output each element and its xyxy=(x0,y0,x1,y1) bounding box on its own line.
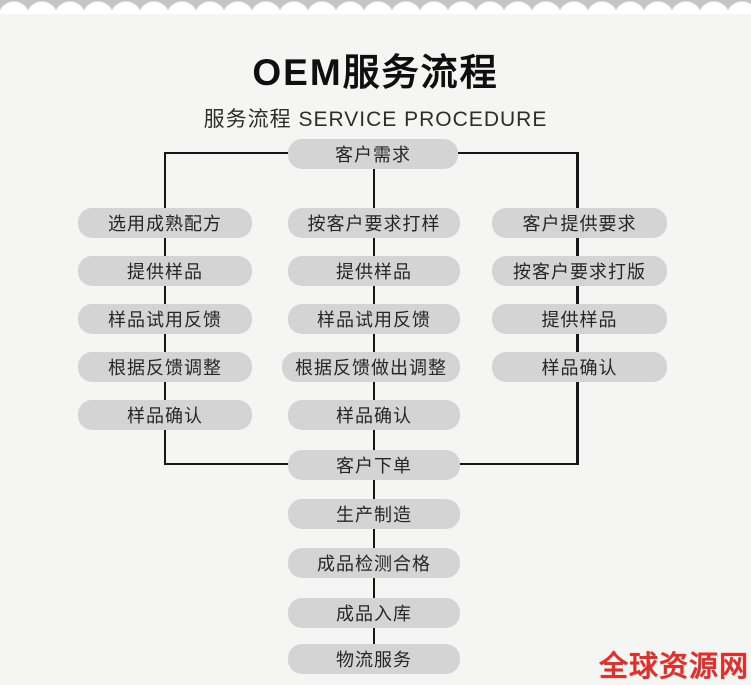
node-production: 生产制造 xyxy=(288,499,460,529)
node-provide-sample-right: 提供样品 xyxy=(492,304,667,334)
node-sample-confirm-right: 样品确认 xyxy=(492,352,667,382)
node-plate-per-customer-request: 按客户要求打版 xyxy=(492,256,667,286)
node-adjust-per-feedback-mid: 根据反馈做出调整 xyxy=(282,352,460,382)
node-provide-sample-left: 提供样品 xyxy=(78,256,252,286)
node-sample-per-customer-request: 按客户要求打样 xyxy=(288,208,460,238)
node-logistics-service: 物流服务 xyxy=(288,644,460,674)
site-watermark: 全球资源网 xyxy=(598,651,749,683)
node-sample-trial-feedback-left: 样品试用反馈 xyxy=(78,304,252,334)
node-provide-sample-mid: 提供样品 xyxy=(288,256,460,286)
connector-bottom-left xyxy=(164,463,290,465)
node-finished-inspection-pass: 成品检测合格 xyxy=(288,548,460,578)
node-finished-warehousing: 成品入库 xyxy=(288,598,460,628)
connector-top-right xyxy=(458,152,579,154)
node-customer-provides-requirements: 客户提供要求 xyxy=(492,208,667,238)
page-subtitle: 服务流程 SERVICE PROCEDURE xyxy=(203,108,548,131)
node-customer-order: 客户下单 xyxy=(288,450,460,480)
node-adjust-per-feedback-left: 根据反馈调整 xyxy=(78,352,252,382)
node-sample-confirm-mid: 样品确认 xyxy=(288,400,460,430)
page-title: OEM服务流程 xyxy=(252,52,499,93)
node-sample-trial-feedback-mid: 样品试用反馈 xyxy=(288,304,460,334)
torn-paper-edge xyxy=(0,0,751,14)
node-select-mature-formula: 选用成熟配方 xyxy=(78,208,252,238)
connector-bottom-right xyxy=(458,463,578,465)
node-sample-confirm-left: 样品确认 xyxy=(78,400,252,430)
node-customer-demand: 客户需求 xyxy=(288,139,458,169)
connector-top-left xyxy=(164,152,288,154)
